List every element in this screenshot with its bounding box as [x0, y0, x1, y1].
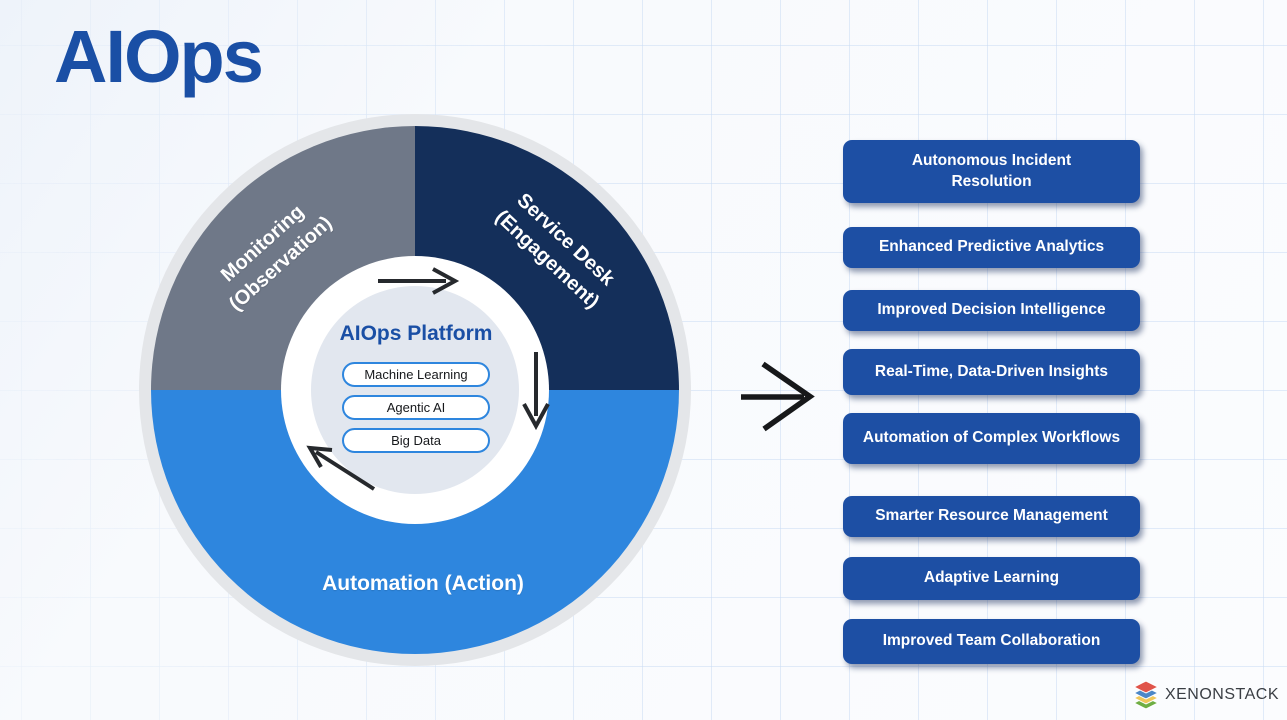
benefit-card-adaptive-learning: Adaptive Learning	[843, 557, 1140, 600]
platform-pill-agentic-ai: Agentic AI	[342, 395, 490, 420]
benefit-card-automation-of-complex-workflows: Automation of Complex Workflows	[843, 413, 1140, 464]
xenonstack-logo-text: XENONSTACK	[1164, 686, 1279, 703]
benefit-label: Real-Time, Data-Driven Insights	[874, 362, 1109, 380]
platform-pill-machine-learning: Machine Learning	[342, 362, 490, 387]
benefit-card-autonomous-incident-resolution: Autonomous Incident Resolution	[843, 140, 1140, 203]
page-title: AIOps	[54, 15, 264, 98]
benefit-label: Improved Team Collaboration	[882, 632, 1101, 650]
benefit-card-improved-team-collaboration: Improved Team Collaboration	[843, 619, 1140, 664]
benefit-label: Adaptive Learning	[923, 569, 1060, 587]
benefit-label: Improved Decision Intelligence	[877, 301, 1106, 319]
xenonstack-logo: XENONSTACK	[1132, 680, 1279, 710]
benefit-card-improved-decision-intelligence: Improved Decision Intelligence	[843, 290, 1140, 331]
platform-title: AIOps Platform	[339, 322, 493, 345]
xenonstack-logo-icon	[1132, 680, 1160, 710]
benefit-label: Enhanced Predictive Analytics	[878, 238, 1105, 256]
flow-arrow-right-icon	[741, 361, 815, 432]
benefit-label: Smarter Resource Management	[875, 507, 1108, 525]
benefit-card-enhanced-predictive-analytics: Enhanced Predictive Analytics	[843, 227, 1140, 268]
benefit-card-real-time-data-driven-insights: Real-Time, Data-Driven Insights	[843, 349, 1140, 395]
platform-pill-big-data: Big Data	[342, 428, 490, 453]
segment-label-automation: Automation (Action)	[322, 571, 524, 595]
platform-inner-circle	[311, 286, 519, 494]
benefit-card-smarter-resource-management: Smarter Resource Management	[843, 496, 1140, 537]
benefit-label: Automation of Complex Workflows	[862, 429, 1121, 447]
benefit-label: Autonomous Incident Resolution	[911, 152, 1072, 190]
